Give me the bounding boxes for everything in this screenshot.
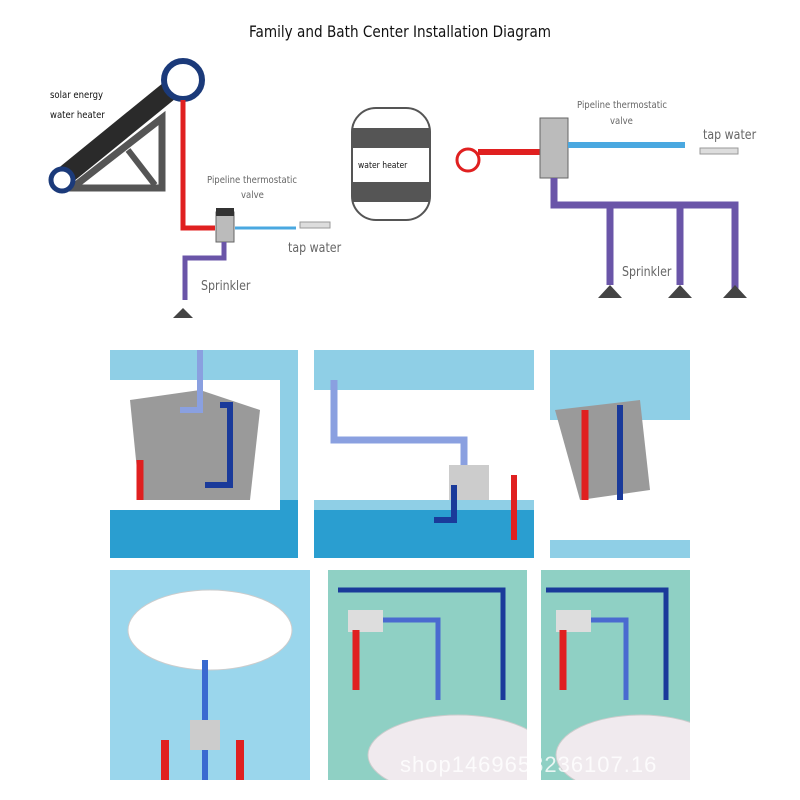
sprinkler-icon: [668, 285, 692, 298]
mixed-pipe: [550, 178, 739, 290]
solar-installation-diagram: [48, 58, 331, 318]
basin-install-illustration-3: [541, 570, 690, 780]
mixed-pipe: [182, 242, 227, 300]
label: valve: [610, 116, 633, 127]
basin-install-illustration-1: [110, 570, 310, 780]
bathtub-install-illustration-1: [110, 350, 298, 558]
shower-install-illustration: [550, 350, 690, 558]
label: Pipeline thermostatic: [577, 100, 668, 111]
valve-icon: [215, 211, 235, 243]
basin-install-illustration-2: [328, 570, 527, 780]
label: Sprinkler: [622, 265, 672, 280]
label: water heater: [50, 110, 105, 121]
label: tap water: [703, 128, 757, 143]
bathtub-install-illustration-2: [314, 350, 534, 558]
page-title: Family and Bath Center Installation Diag…: [248, 22, 552, 41]
valve-icon: [539, 117, 569, 179]
sprinkler-icon: [723, 285, 747, 298]
hot-pipe: [180, 100, 215, 231]
label: Pipeline thermostatic: [207, 175, 298, 186]
watermark: shop1469658236107.16: [400, 752, 658, 777]
label: water heater: [358, 161, 408, 171]
label: Sprinkler: [201, 279, 251, 294]
water-heater-installation-diagram: [351, 107, 747, 298]
label: solar energy: [50, 90, 104, 101]
label: valve: [241, 190, 264, 201]
sprinkler-icon: [173, 308, 193, 318]
sprinkler-icon: [598, 285, 622, 298]
label: tap water: [288, 241, 342, 256]
solar-heater-icon: [48, 58, 205, 194]
